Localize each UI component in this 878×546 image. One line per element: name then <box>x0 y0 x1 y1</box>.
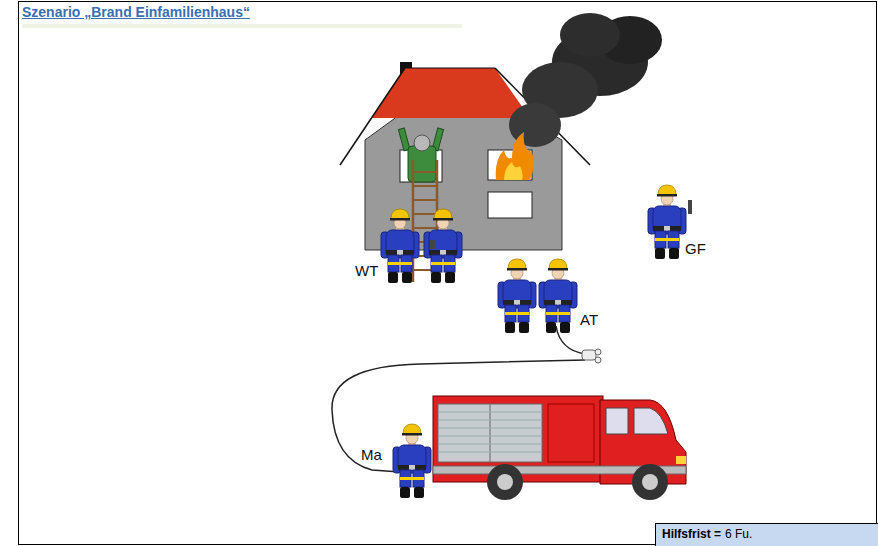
box-heading: Hilfsfrist = <box>662 527 721 541</box>
crew-label: AT <box>580 311 598 328</box>
fire-smoke <box>496 13 662 180</box>
info-box: Hilfsfrist = 6 Fu. <box>655 523 878 546</box>
faded-subtitle <box>22 24 462 28</box>
firefighters <box>381 185 692 498</box>
fire-truck <box>433 396 686 500</box>
frame <box>19 2 877 545</box>
box-value: 6 Fu. <box>725 527 752 541</box>
crew-label: WT <box>355 262 378 279</box>
crew-label: GF <box>685 240 706 257</box>
crew-label: Ma <box>361 446 382 463</box>
diagram-title: Szenario „Brand Einfamilienhaus“ <box>22 4 250 20</box>
